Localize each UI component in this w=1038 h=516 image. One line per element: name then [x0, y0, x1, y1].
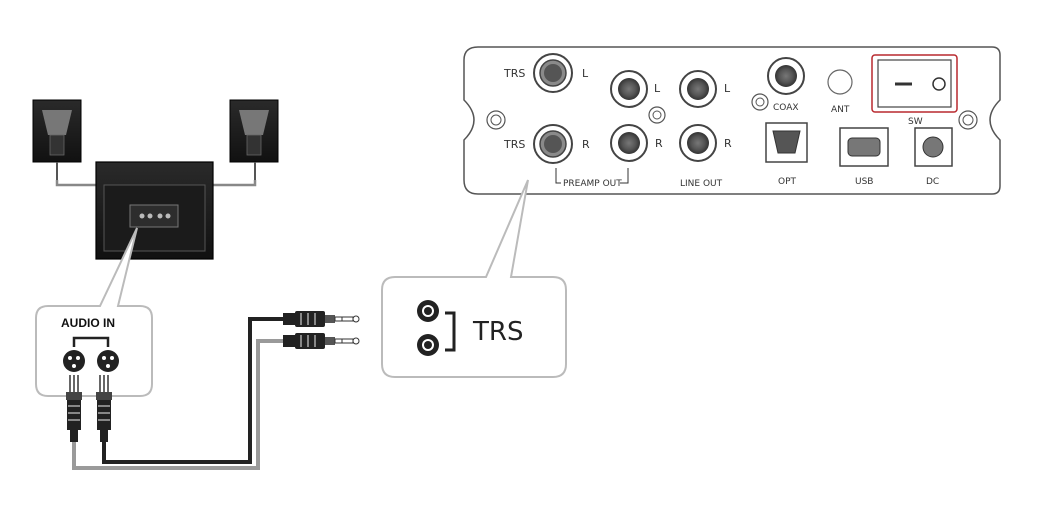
- device-rear-panel: TRS L TRS R L R L: [463, 46, 1001, 195]
- antenna-port-icon[interactable]: [827, 69, 853, 95]
- audio-in-bracket: [72, 336, 110, 347]
- trs-r-jack-icon[interactable]: [533, 124, 573, 164]
- preamp-r-label: R: [655, 137, 663, 150]
- xlr-plug-right-icon: [96, 375, 112, 442]
- audio-in-callout: AUDIO IN: [35, 227, 153, 397]
- screw-left-icon: [486, 110, 506, 130]
- usb-port-icon[interactable]: [839, 127, 889, 167]
- usb-label: USB: [855, 177, 873, 187]
- preamp-l-label: L: [654, 82, 661, 95]
- cable-dark: [102, 317, 285, 464]
- ant-label: ANT: [831, 105, 850, 115]
- trs-bottom-label: TRS: [503, 138, 525, 151]
- trs-callout: TRS: [381, 179, 567, 378]
- speaker-right-icon: [229, 99, 279, 180]
- sw-label: SW: [908, 117, 923, 127]
- optical-port-icon[interactable]: [765, 122, 808, 163]
- cable-light: [72, 339, 285, 470]
- power-switch-icon[interactable]: [871, 54, 958, 113]
- lineout-l-rca-icon[interactable]: [679, 70, 717, 108]
- trs-l-jack-icon[interactable]: [533, 53, 573, 93]
- audio-in-label: AUDIO IN: [61, 316, 115, 330]
- preamp-out-label: PREAMP OUT: [563, 179, 622, 189]
- coax-label: COAX: [773, 103, 799, 113]
- lineout-l-label: L: [724, 82, 731, 95]
- screw-right-icon: [958, 110, 978, 130]
- speaker-left-icon: [32, 99, 82, 180]
- lineout-r-label: R: [724, 137, 732, 150]
- preamp-out-bracket: [555, 168, 629, 184]
- line-out-label: LINE OUT: [680, 179, 723, 189]
- dc-label: DC: [926, 177, 939, 187]
- trs-callout-label: TRS: [472, 317, 523, 347]
- trs-l-label: L: [582, 67, 589, 80]
- coax-jack-icon[interactable]: [751, 57, 805, 111]
- preamp-l-rca-icon[interactable]: [610, 70, 666, 124]
- preamp-r-rca-icon[interactable]: [610, 124, 648, 162]
- opt-label: OPT: [778, 177, 797, 187]
- trs-bracket: [445, 311, 456, 352]
- trs-r-label: R: [582, 138, 590, 151]
- lineout-r-rca-icon[interactable]: [679, 124, 717, 162]
- trs-plug-top-icon: [283, 311, 360, 327]
- trs-plug-bottom-icon: [283, 333, 360, 349]
- subwoofer-icon: [95, 161, 214, 260]
- xlr-plug-left-icon: [66, 375, 82, 442]
- trs-jack-icon: [417, 300, 439, 356]
- xlr-jack-icon: [63, 350, 119, 372]
- trs-top-label: TRS: [503, 67, 525, 80]
- dc-jack-icon[interactable]: [914, 127, 953, 167]
